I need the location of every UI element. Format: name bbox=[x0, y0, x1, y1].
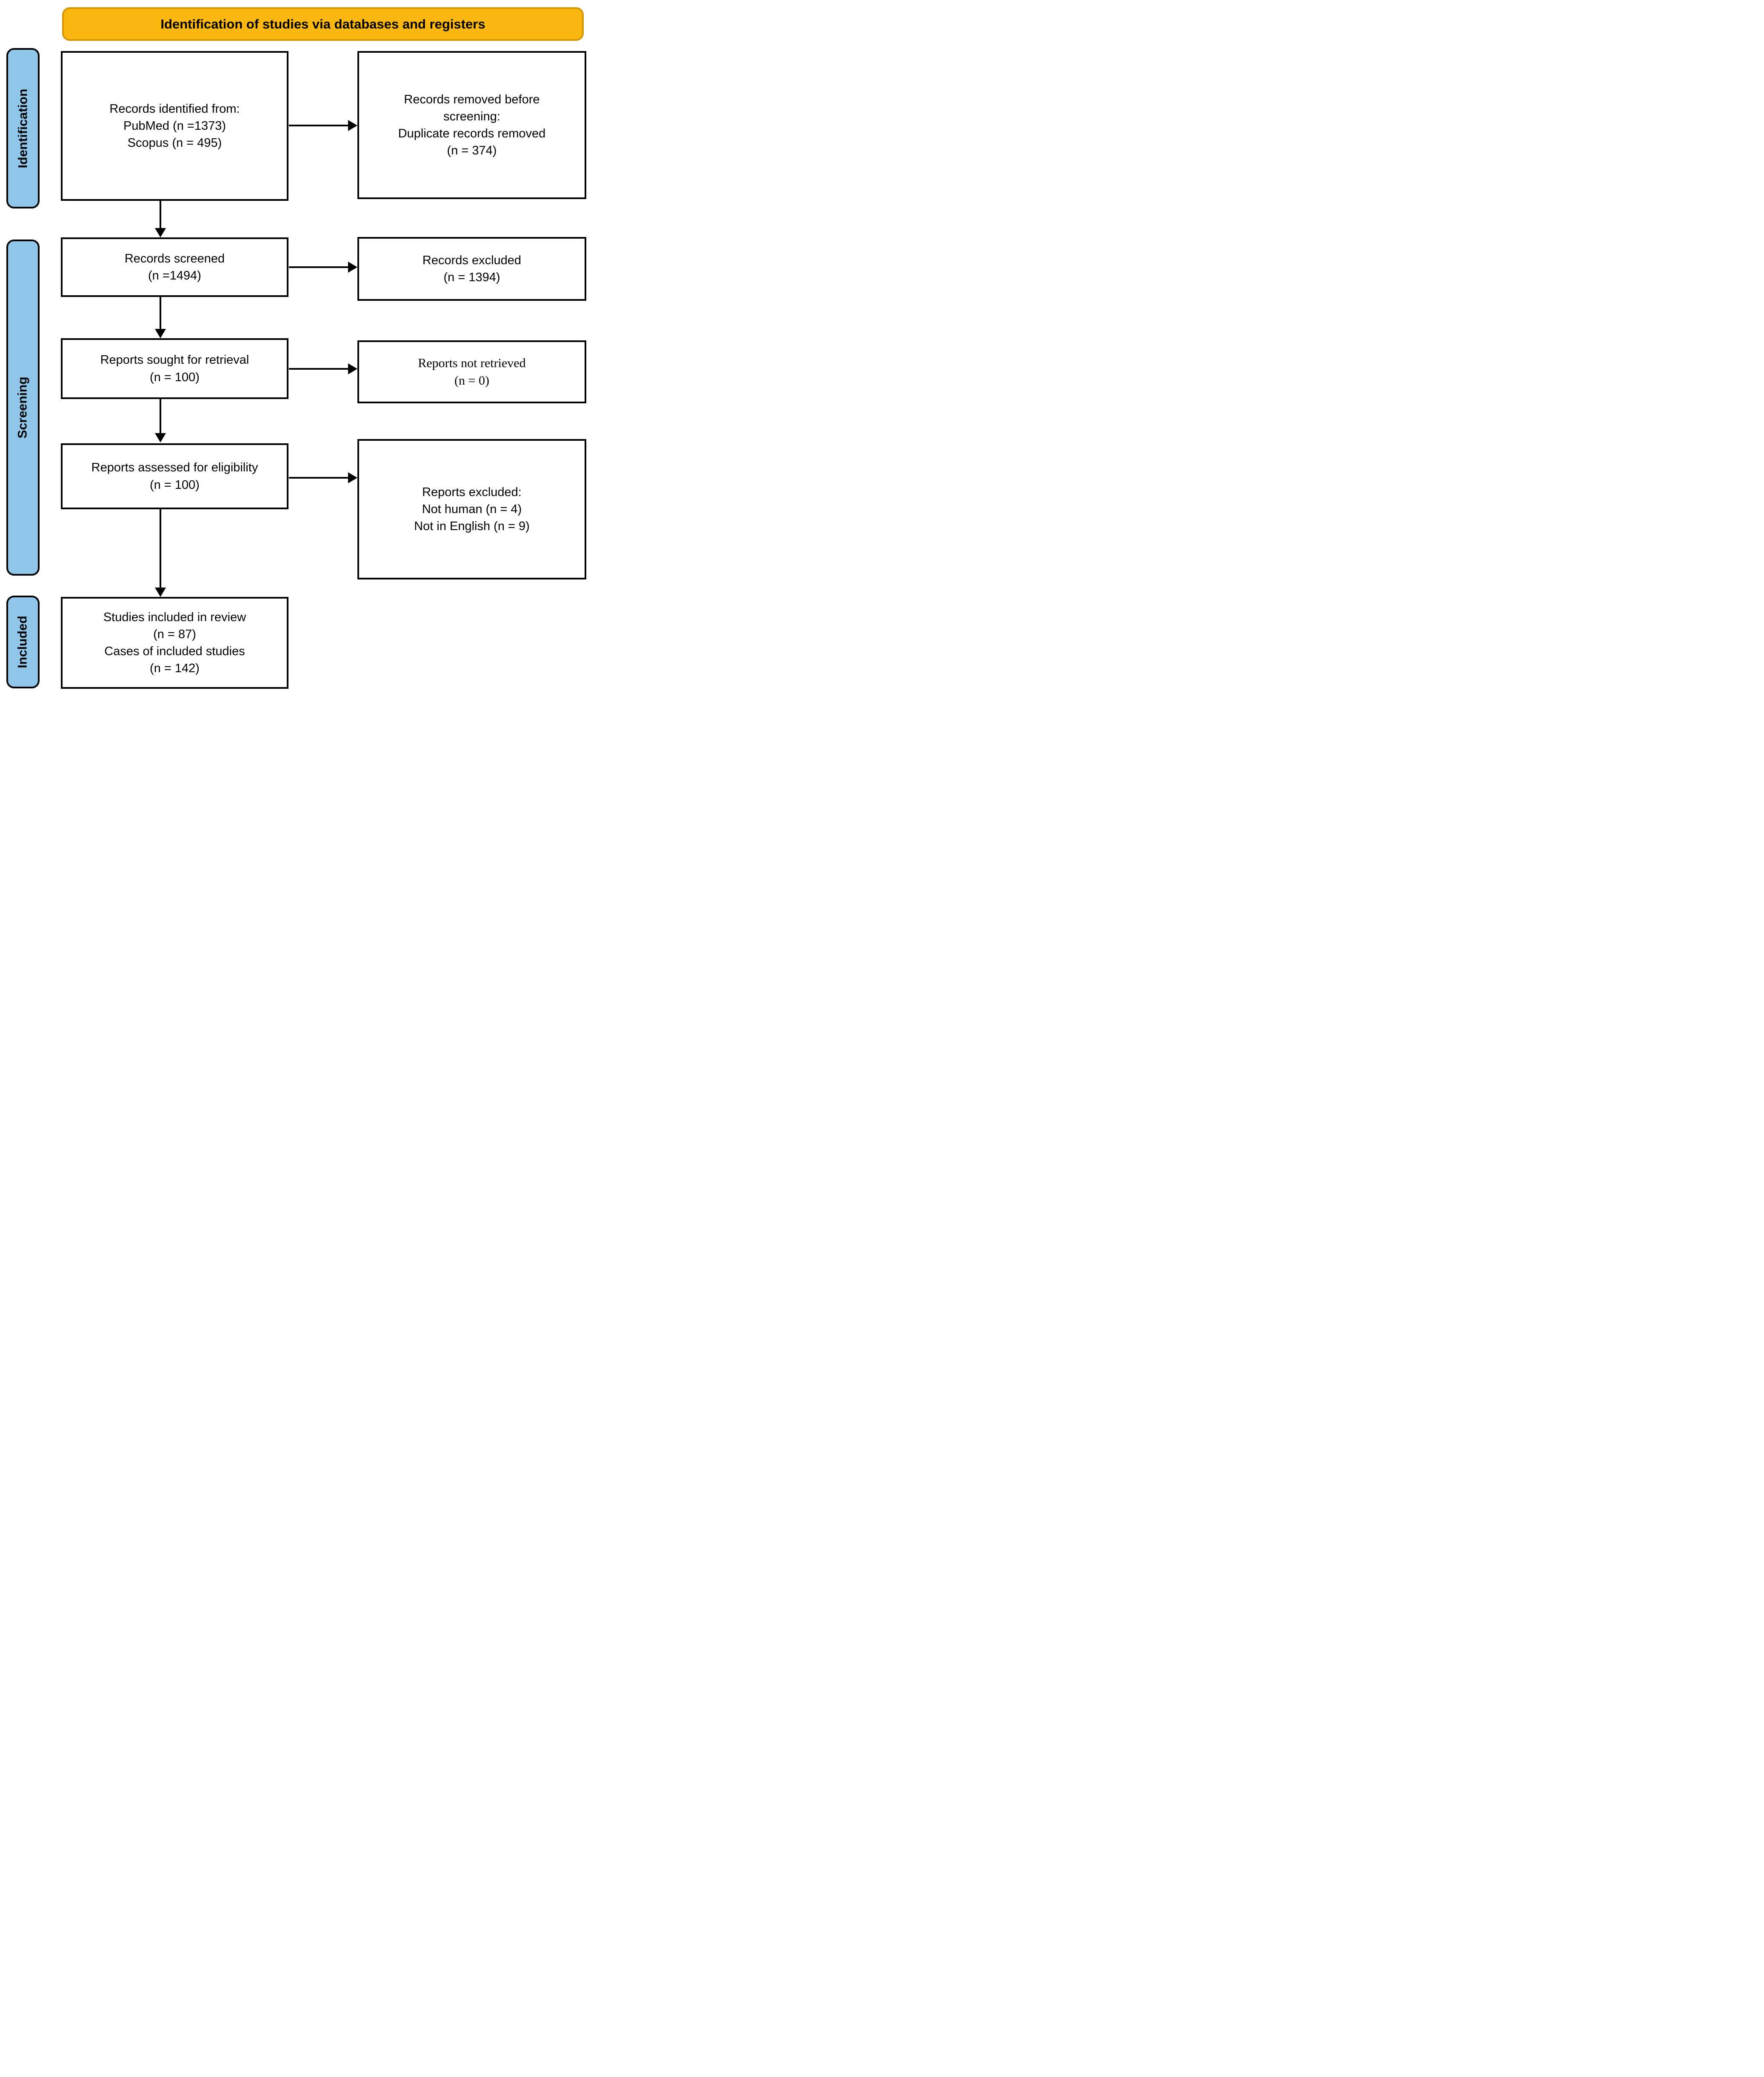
box-records-identified: Records identified from: PubMed (n =1373… bbox=[61, 51, 288, 201]
stage-identification: Identification bbox=[6, 48, 40, 208]
box-records-screened-text: Records screened (n =1494) bbox=[124, 251, 225, 282]
box-records-identified-text: Records identified from: PubMed (n =1373… bbox=[109, 102, 240, 150]
arrow-down-icon bbox=[155, 588, 166, 597]
stage-identification-label: Identification bbox=[16, 88, 30, 168]
box-studies-included-text: Studies included in review (n = 87) Case… bbox=[103, 610, 246, 676]
box-studies-included: Studies included in review (n = 87) Case… bbox=[61, 597, 288, 689]
box-records-removed: Records removed before screening: Duplic… bbox=[357, 51, 586, 199]
box-reports-excluded: Reports excluded: Not human (n = 4) Not … bbox=[357, 439, 586, 579]
prisma-flow-diagram: Identification of studies via databases … bbox=[0, 0, 588, 692]
stage-screening: Screening bbox=[6, 240, 40, 576]
box-reports-excluded-text: Reports excluded: Not human (n = 4) Not … bbox=[414, 485, 530, 533]
box-reports-not-retrieved: Reports not retrieved (n = 0) bbox=[357, 340, 586, 403]
box-records-excluded: Records excluded (n = 1394) bbox=[357, 237, 586, 301]
arrow-right-icon bbox=[348, 472, 357, 483]
arrow-right-icon bbox=[348, 262, 357, 273]
stage-included-label: Included bbox=[16, 616, 30, 668]
box-reports-sought: Reports sought for retrieval (n = 100) bbox=[61, 338, 288, 399]
box-records-removed-text: Records removed before screening: Duplic… bbox=[398, 92, 546, 158]
box-reports-not-retrieved-text: Reports not retrieved (n = 0) bbox=[418, 356, 526, 388]
arrow-right-icon bbox=[348, 363, 357, 374]
arrow-down-icon bbox=[155, 433, 166, 442]
box-reports-sought-text: Reports sought for retrieval (n = 100) bbox=[100, 353, 249, 384]
arrow-down-icon bbox=[155, 329, 166, 338]
header-title: Identification of studies via databases … bbox=[160, 16, 485, 31]
box-reports-assessed-text: Reports assessed for eligibility (n = 10… bbox=[91, 461, 258, 492]
arrow-right-icon bbox=[348, 120, 357, 131]
stage-screening-label: Screening bbox=[16, 377, 30, 439]
box-records-screened: Records screened (n =1494) bbox=[61, 237, 288, 297]
box-records-excluded-text: Records excluded (n = 1394) bbox=[422, 253, 522, 284]
arrow-down-icon bbox=[155, 228, 166, 237]
stage-included: Included bbox=[6, 596, 40, 688]
header-banner: Identification of studies via databases … bbox=[62, 7, 584, 41]
box-reports-assessed: Reports assessed for eligibility (n = 10… bbox=[61, 443, 288, 509]
